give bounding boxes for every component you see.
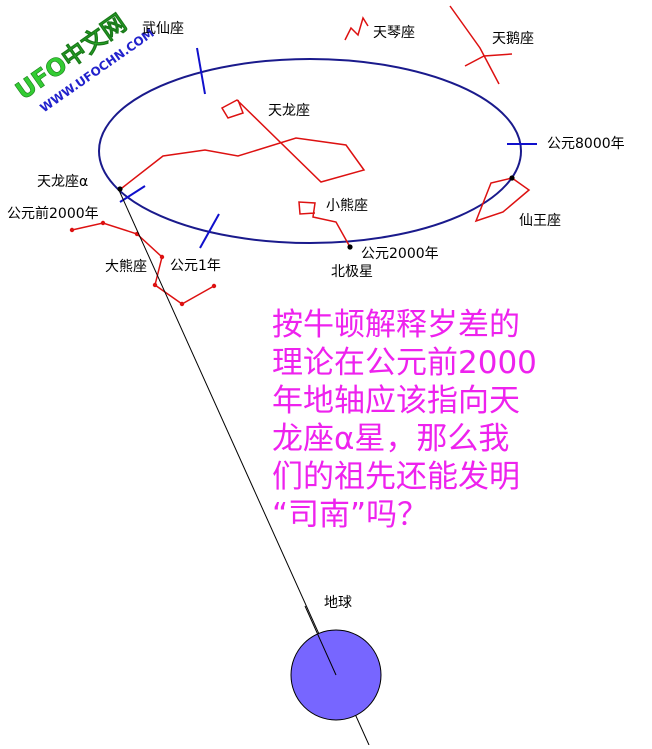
caption-line: 们的祖先还能发明 [272, 459, 520, 495]
label-ad8000: 公元8000年 [547, 136, 625, 152]
label-thuban: 天龙座α [37, 174, 88, 190]
cygnus-constellation [449, 5, 513, 85]
earth-axis-inner [304, 605, 337, 676]
label-polaris: 北极星 [331, 264, 373, 280]
star-point [211, 283, 217, 289]
draco-constellation [121, 99, 366, 189]
thuban-star-dot [117, 186, 123, 192]
label-earth: 地球 [324, 595, 352, 611]
label-cepheus: 仙王座 [519, 213, 561, 229]
caption-line: 理论在公元前2000 [272, 345, 537, 381]
star-point [100, 220, 106, 226]
watermark-logo: UFO中文网 WWW.UFOCHN.COM [10, 9, 157, 116]
label-cygnus: 天鹅座 [492, 30, 534, 47]
tick-ad1 [199, 213, 220, 249]
label-hercules: 武仙座 [142, 21, 184, 37]
cepheus-constellation [474, 177, 531, 223]
caption-line: 龙座α星，那么我 [272, 421, 510, 457]
lyra-constellation [344, 16, 369, 41]
precession-orbit [98, 58, 522, 244]
star-point [69, 227, 75, 233]
tick-bc2000 [119, 185, 146, 203]
caption-line: “司南”吗？ [272, 497, 429, 533]
ursa-minor-constellation [298, 201, 351, 248]
label-ursa-minor: 小熊座 [326, 198, 368, 214]
label-lyra: 天琴座 [373, 25, 415, 41]
star-point [152, 282, 158, 288]
cepheus-star-dot [509, 175, 515, 181]
label-ad1: 公元1年 [170, 258, 221, 274]
label-bc2000: 公元前2000年 [7, 205, 99, 222]
tick-hercules [196, 47, 206, 95]
label-ad2000: 公元2000年 [361, 246, 439, 262]
label-ursa-major: 大熊座 [105, 259, 147, 275]
label-draco: 天龙座 [268, 103, 310, 119]
polaris-star-dot [347, 244, 353, 250]
caption-line: 按牛顿解释岁差的 [272, 307, 520, 343]
caption-line: 年地轴应该指向天 [272, 383, 520, 419]
star-point [159, 254, 165, 260]
caption-text: 按牛顿解释岁差的 理论在公元前2000 年地轴应该指向天 龙座α星，那么我 们的… [272, 306, 632, 534]
star-point [179, 301, 185, 307]
ursa-major-stars [69, 220, 217, 307]
